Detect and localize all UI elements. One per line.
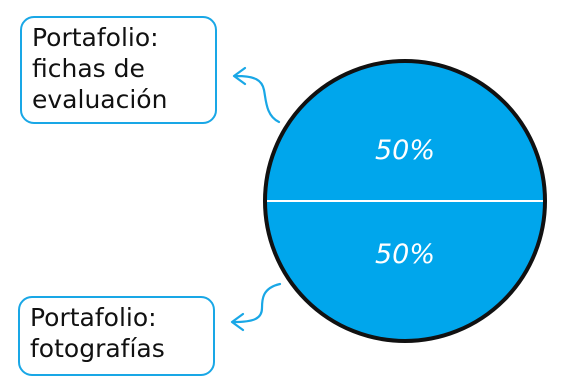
pie-slice [265, 201, 545, 341]
legend-callout-fotografias: Portafolio: fotografías [18, 296, 215, 376]
legend-callout-fichas: Portafolio: fichas de evaluación [20, 16, 217, 124]
callout-line: fichas de [32, 54, 145, 83]
arrow-top-icon [232, 66, 281, 124]
pie-slices [265, 61, 545, 341]
data-label-fotografias: 50% [375, 239, 435, 270]
callout-line: fotografías [30, 334, 165, 363]
callout-line: Portafolio: [32, 23, 159, 52]
callout-connectors [230, 66, 282, 332]
callout-line: evaluación [32, 85, 168, 114]
callout-line: Portafolio: [30, 303, 157, 332]
pie-outline [263, 59, 547, 343]
arrow-bottom-icon [230, 282, 282, 332]
data-label-fichas: 50% [375, 135, 435, 166]
pie-slice [265, 61, 545, 201]
